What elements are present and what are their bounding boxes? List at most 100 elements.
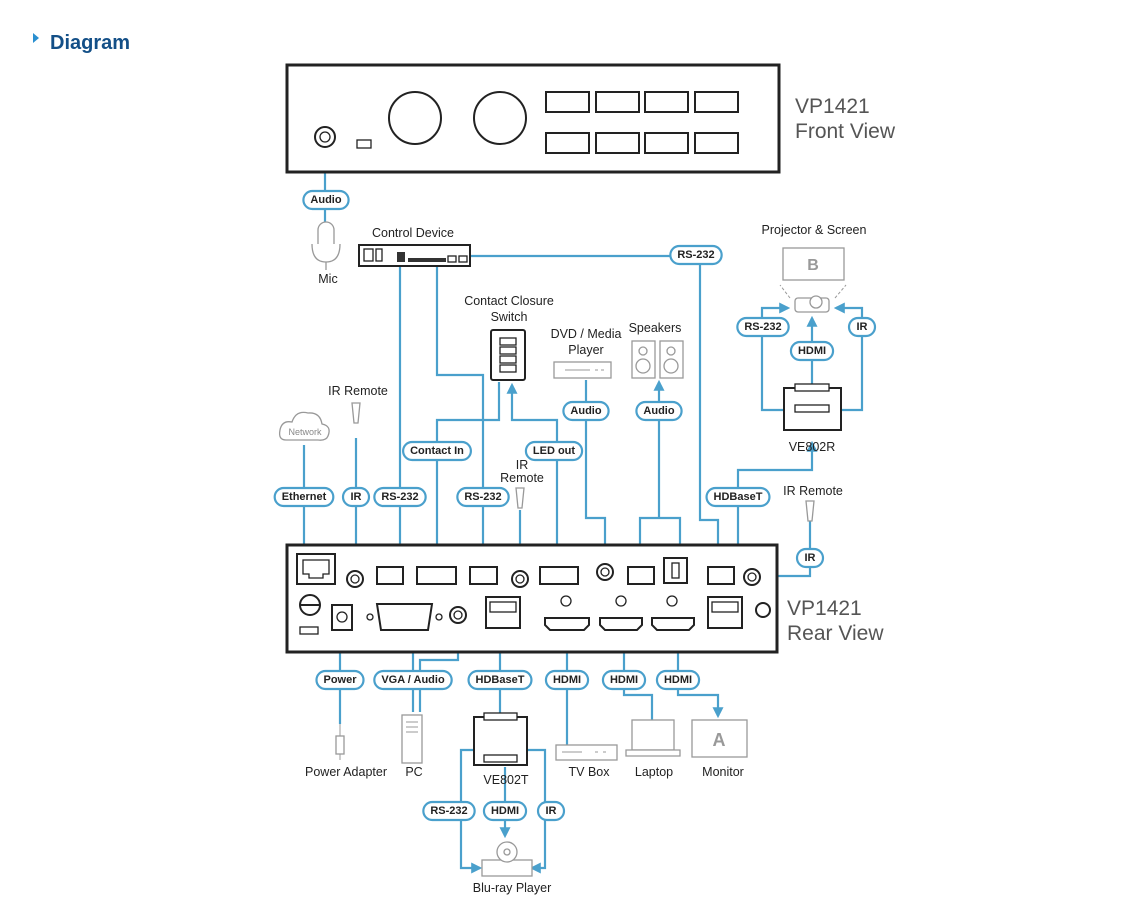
- contact-in-pill: Contact In: [402, 440, 472, 462]
- vp1421-front-panel: [285, 63, 781, 174]
- pill-label: Audio: [570, 405, 601, 417]
- pill-label: Audio: [643, 405, 674, 417]
- hdmi-laptop-pill: HDMI: [601, 669, 647, 691]
- pill-label: Ethernet: [282, 491, 327, 503]
- pill-label: VGA / Audio: [381, 674, 445, 686]
- hdmi-port-icon: [651, 595, 695, 631]
- bluray-label: Blu-ray Player: [473, 881, 552, 895]
- hdmi-port-icon: [544, 595, 590, 631]
- pill-border: [467, 669, 533, 691]
- monitor-letter: A: [713, 730, 726, 750]
- dvd-label-2: Player: [568, 343, 603, 357]
- led-out-pill: LED out: [524, 440, 584, 462]
- ir-remote-mid-label-2: Remote: [500, 471, 544, 485]
- speakers-label: Speakers: [629, 321, 682, 335]
- rs232-projector-pill: RS-232: [736, 316, 790, 338]
- hdmi-bluray-pill: HDMI: [482, 800, 528, 822]
- hdmi-port-icon: [599, 595, 643, 631]
- ir-bluray-pill: IR: [536, 800, 566, 822]
- hdmi-projector-pill: HDMI: [789, 340, 835, 362]
- rear-view-label: Rear View: [787, 622, 884, 645]
- hdmi-tv-pill: HDMI: [544, 669, 590, 691]
- contact-closure-switch-icon: [490, 329, 526, 381]
- terminal-block-icon: [469, 566, 498, 585]
- knob-icon: [388, 91, 442, 145]
- network-label: Network: [288, 427, 322, 437]
- mic-icon: [311, 221, 341, 270]
- front-view-label: Front View: [795, 120, 896, 143]
- front-buttons: [545, 91, 739, 154]
- terminal-block-icon: [707, 566, 735, 585]
- pill-border: [789, 340, 835, 362]
- pill-label: HDMI: [798, 345, 826, 357]
- ir-remote-icon: [351, 402, 361, 424]
- terminal-block-icon: [416, 566, 457, 585]
- rs232-bluray-pill: RS-232: [422, 800, 476, 822]
- pill-border: [536, 800, 566, 822]
- pill-border: [456, 486, 510, 508]
- ir-remote-left-label: IR Remote: [328, 384, 388, 398]
- ethernet-pill: Ethernet: [273, 486, 335, 508]
- pill-border: [635, 400, 683, 422]
- vp1421-rear-panel: [285, 543, 779, 654]
- terminal-block-icon: [627, 566, 655, 585]
- ve802r-label: VE802R: [789, 440, 836, 454]
- hdmi-monitor-pill: HDMI: [655, 669, 701, 691]
- tv-box-label: TV Box: [569, 765, 611, 779]
- contact-closure-label: Contact Closure: [464, 294, 554, 308]
- speakers-icon: [631, 340, 684, 379]
- ve802t-label: VE802T: [483, 773, 529, 787]
- laptop-icon: [625, 719, 681, 757]
- pill-border: [847, 316, 877, 338]
- terminal-block-icon: [376, 566, 404, 585]
- hdbaset-bottom-pill: HDBaseT: [467, 669, 533, 691]
- pill-label: RS-232: [744, 321, 781, 333]
- pill-label: IR: [805, 552, 816, 564]
- section-bullet-icon: [33, 33, 39, 43]
- ir-projector-pill: IR: [847, 316, 877, 338]
- network-cloud-icon: Network: [278, 411, 330, 441]
- pill-label: HDBaseT: [714, 491, 763, 503]
- tv-box-icon: [555, 744, 618, 761]
- pill-label: Audio: [310, 194, 341, 206]
- ir-remote-mid-label: IR: [516, 458, 529, 472]
- audio-speakers-pill: Audio: [635, 400, 683, 422]
- pill-border: [705, 486, 771, 508]
- pill-label: IR: [546, 805, 557, 817]
- bluray-player-icon: [481, 841, 533, 877]
- rear-model: VP1421: [787, 597, 862, 620]
- pill-border: [669, 244, 723, 266]
- power-adapter-label: Power Adapter: [305, 765, 387, 779]
- pill-border: [402, 440, 472, 462]
- pill-label: Contact In: [410, 445, 464, 457]
- audio-dvd-pill: Audio: [562, 400, 610, 422]
- ir-left-pill: IR: [341, 486, 371, 508]
- pill-border: [655, 669, 701, 691]
- pill-label: RS-232: [677, 249, 714, 261]
- projector-screen-icon: B: [779, 247, 847, 313]
- pill-border: [736, 316, 790, 338]
- screen-letter: B: [807, 257, 819, 274]
- pill-border: [795, 547, 825, 569]
- connection-labels: Audio RS-232 RS-232 HDMI IR Audio Audio …: [273, 189, 877, 822]
- pill-border: [273, 486, 335, 508]
- audio-mic-pill: Audio: [302, 189, 350, 211]
- section-title: Diagram: [50, 32, 130, 54]
- projector-label: Projector & Screen: [762, 223, 867, 237]
- ir-remote-right-label: IR Remote: [783, 484, 843, 498]
- pill-label: HDBaseT: [476, 674, 525, 686]
- pill-label: HDMI: [553, 674, 581, 686]
- ground-screw-icon: [755, 602, 771, 618]
- pill-label: LED out: [533, 445, 575, 457]
- vga-audio-pill: VGA / Audio: [373, 669, 453, 691]
- hdbaset-top-pill: HDBaseT: [705, 486, 771, 508]
- terminal-block-icon: [539, 566, 579, 585]
- power-adapter-icon: [335, 724, 345, 760]
- pill-label: RS-232: [381, 491, 418, 503]
- pill-label: IR: [351, 491, 362, 503]
- pill-label: IR: [857, 321, 868, 333]
- mic-label: Mic: [318, 272, 337, 286]
- pc-icon: [401, 714, 423, 764]
